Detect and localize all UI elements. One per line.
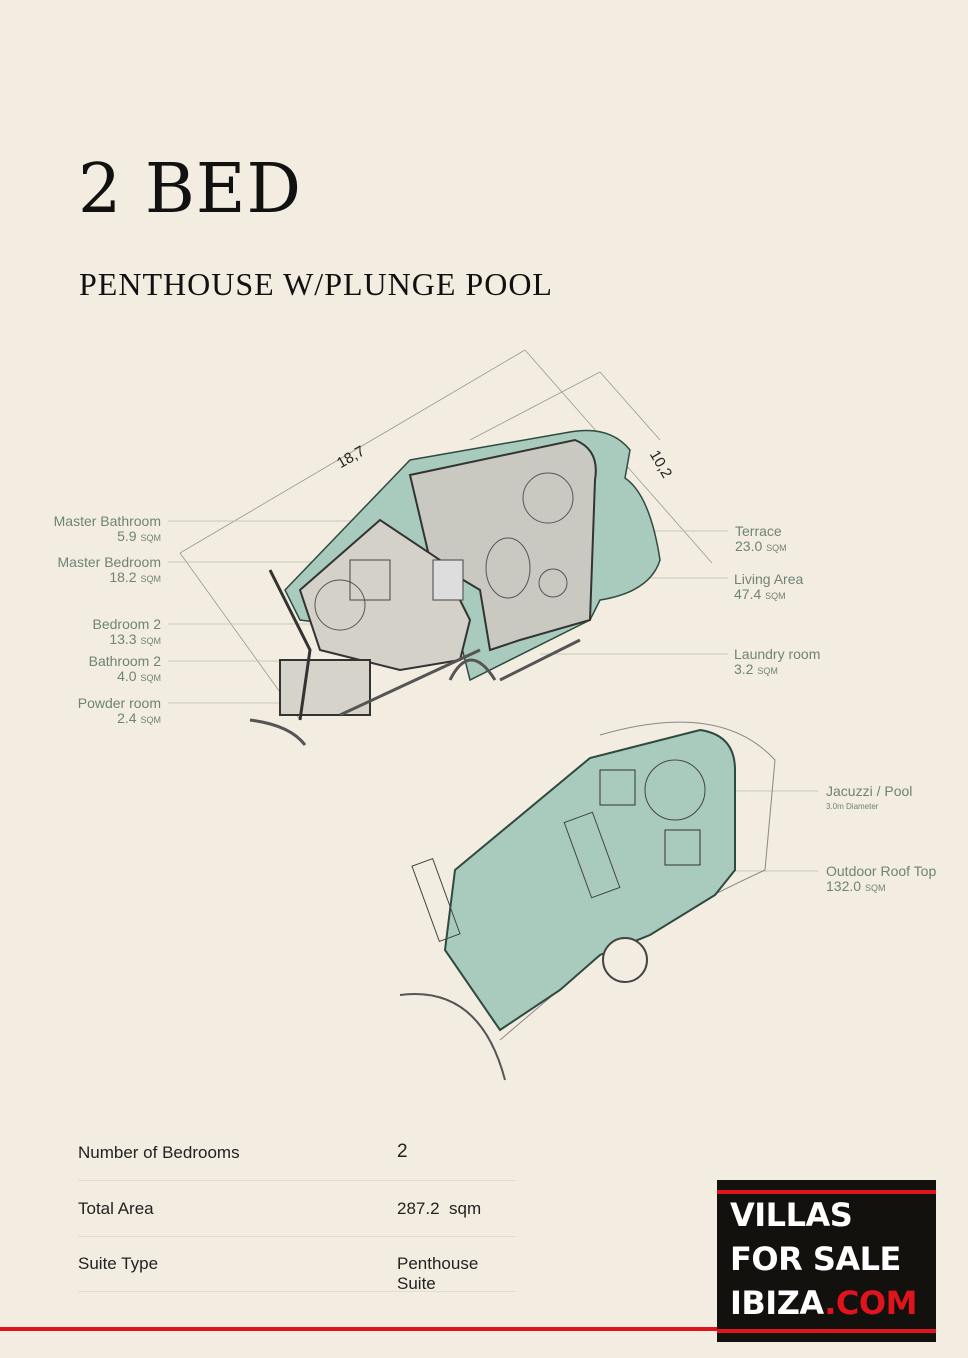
spec-label: Number of Bedrooms — [78, 1143, 240, 1162]
room-unit: SQM — [765, 591, 786, 601]
upper-floor-plan — [249, 429, 661, 746]
logo-line-1: VILLAS — [730, 1196, 853, 1234]
room-unit: SQM — [757, 666, 778, 676]
room-unit: SQM — [140, 533, 161, 543]
logo-line-3: IBIZA — [730, 1284, 825, 1322]
spec-label: Suite Type — [78, 1254, 159, 1273]
page-subtitle: PENTHOUSE W/PLUNGE POOL — [79, 266, 553, 302]
room-area: 18.2 — [109, 569, 137, 585]
room-name: Terrace — [735, 523, 782, 539]
footer-divider — [0, 1327, 720, 1331]
room-area: 47.4 — [734, 586, 762, 602]
spec-value: 287.2 sqm — [397, 1199, 482, 1218]
brand-logo: VILLAS FOR SALE IBIZA.COM — [717, 1180, 936, 1342]
room-unit: SQM — [864, 883, 886, 893]
spec-label: Total Area — [78, 1199, 154, 1218]
room-unit: SQM — [140, 715, 161, 725]
dimension-length: 18,7 — [334, 443, 368, 472]
rooftop-plan — [399, 721, 776, 1081]
room-name: Powder room — [77, 695, 161, 711]
room-area: 132.0 — [826, 878, 862, 894]
room-name: Jacuzzi / Pool — [826, 783, 913, 799]
room-unit: SQM — [140, 636, 161, 646]
room-note: 3.0m Diameter — [826, 802, 879, 811]
room-unit: SQM — [766, 543, 787, 553]
room-name: Bathroom 2 — [88, 653, 161, 669]
room-name: Living Area — [734, 571, 804, 587]
spec-value: Penthouse Suite — [397, 1254, 479, 1293]
room-area: 2.4 — [117, 710, 137, 726]
room-unit: SQM — [140, 574, 161, 584]
room-area: 4.0 — [117, 668, 137, 684]
spec-row-suite-type: Suite Type Penthouse Suite — [78, 1254, 515, 1293]
room-name: Outdoor Roof Top — [826, 863, 937, 879]
dimension-width: 10,2 — [646, 447, 675, 481]
page-title: 2 BED — [78, 150, 303, 229]
spec-row-bedrooms: Number of Bedrooms 2 — [78, 1141, 515, 1181]
room-name: Master Bathroom — [53, 513, 161, 529]
spec-row-total-area: Total Area 287.2 sqm — [78, 1199, 515, 1237]
room-area: 23.0 — [735, 538, 763, 554]
room-unit: SQM — [140, 673, 161, 683]
spec-value: 2 — [397, 1141, 408, 1162]
room-area: 13.3 — [109, 631, 137, 647]
room-name: Laundry room — [734, 646, 821, 662]
room-area: 3.2 — [734, 661, 754, 677]
room-name: Master Bedroom — [57, 554, 161, 570]
room-name: Bedroom 2 — [92, 616, 161, 632]
room-area: 5.9 — [117, 528, 137, 544]
room-label-jacuzzi: Jacuzzi / Pool 3.0m Diameter — [826, 784, 912, 814]
logo-line-2: FOR SALE — [730, 1240, 901, 1278]
logo-domain: .COM — [824, 1284, 917, 1322]
